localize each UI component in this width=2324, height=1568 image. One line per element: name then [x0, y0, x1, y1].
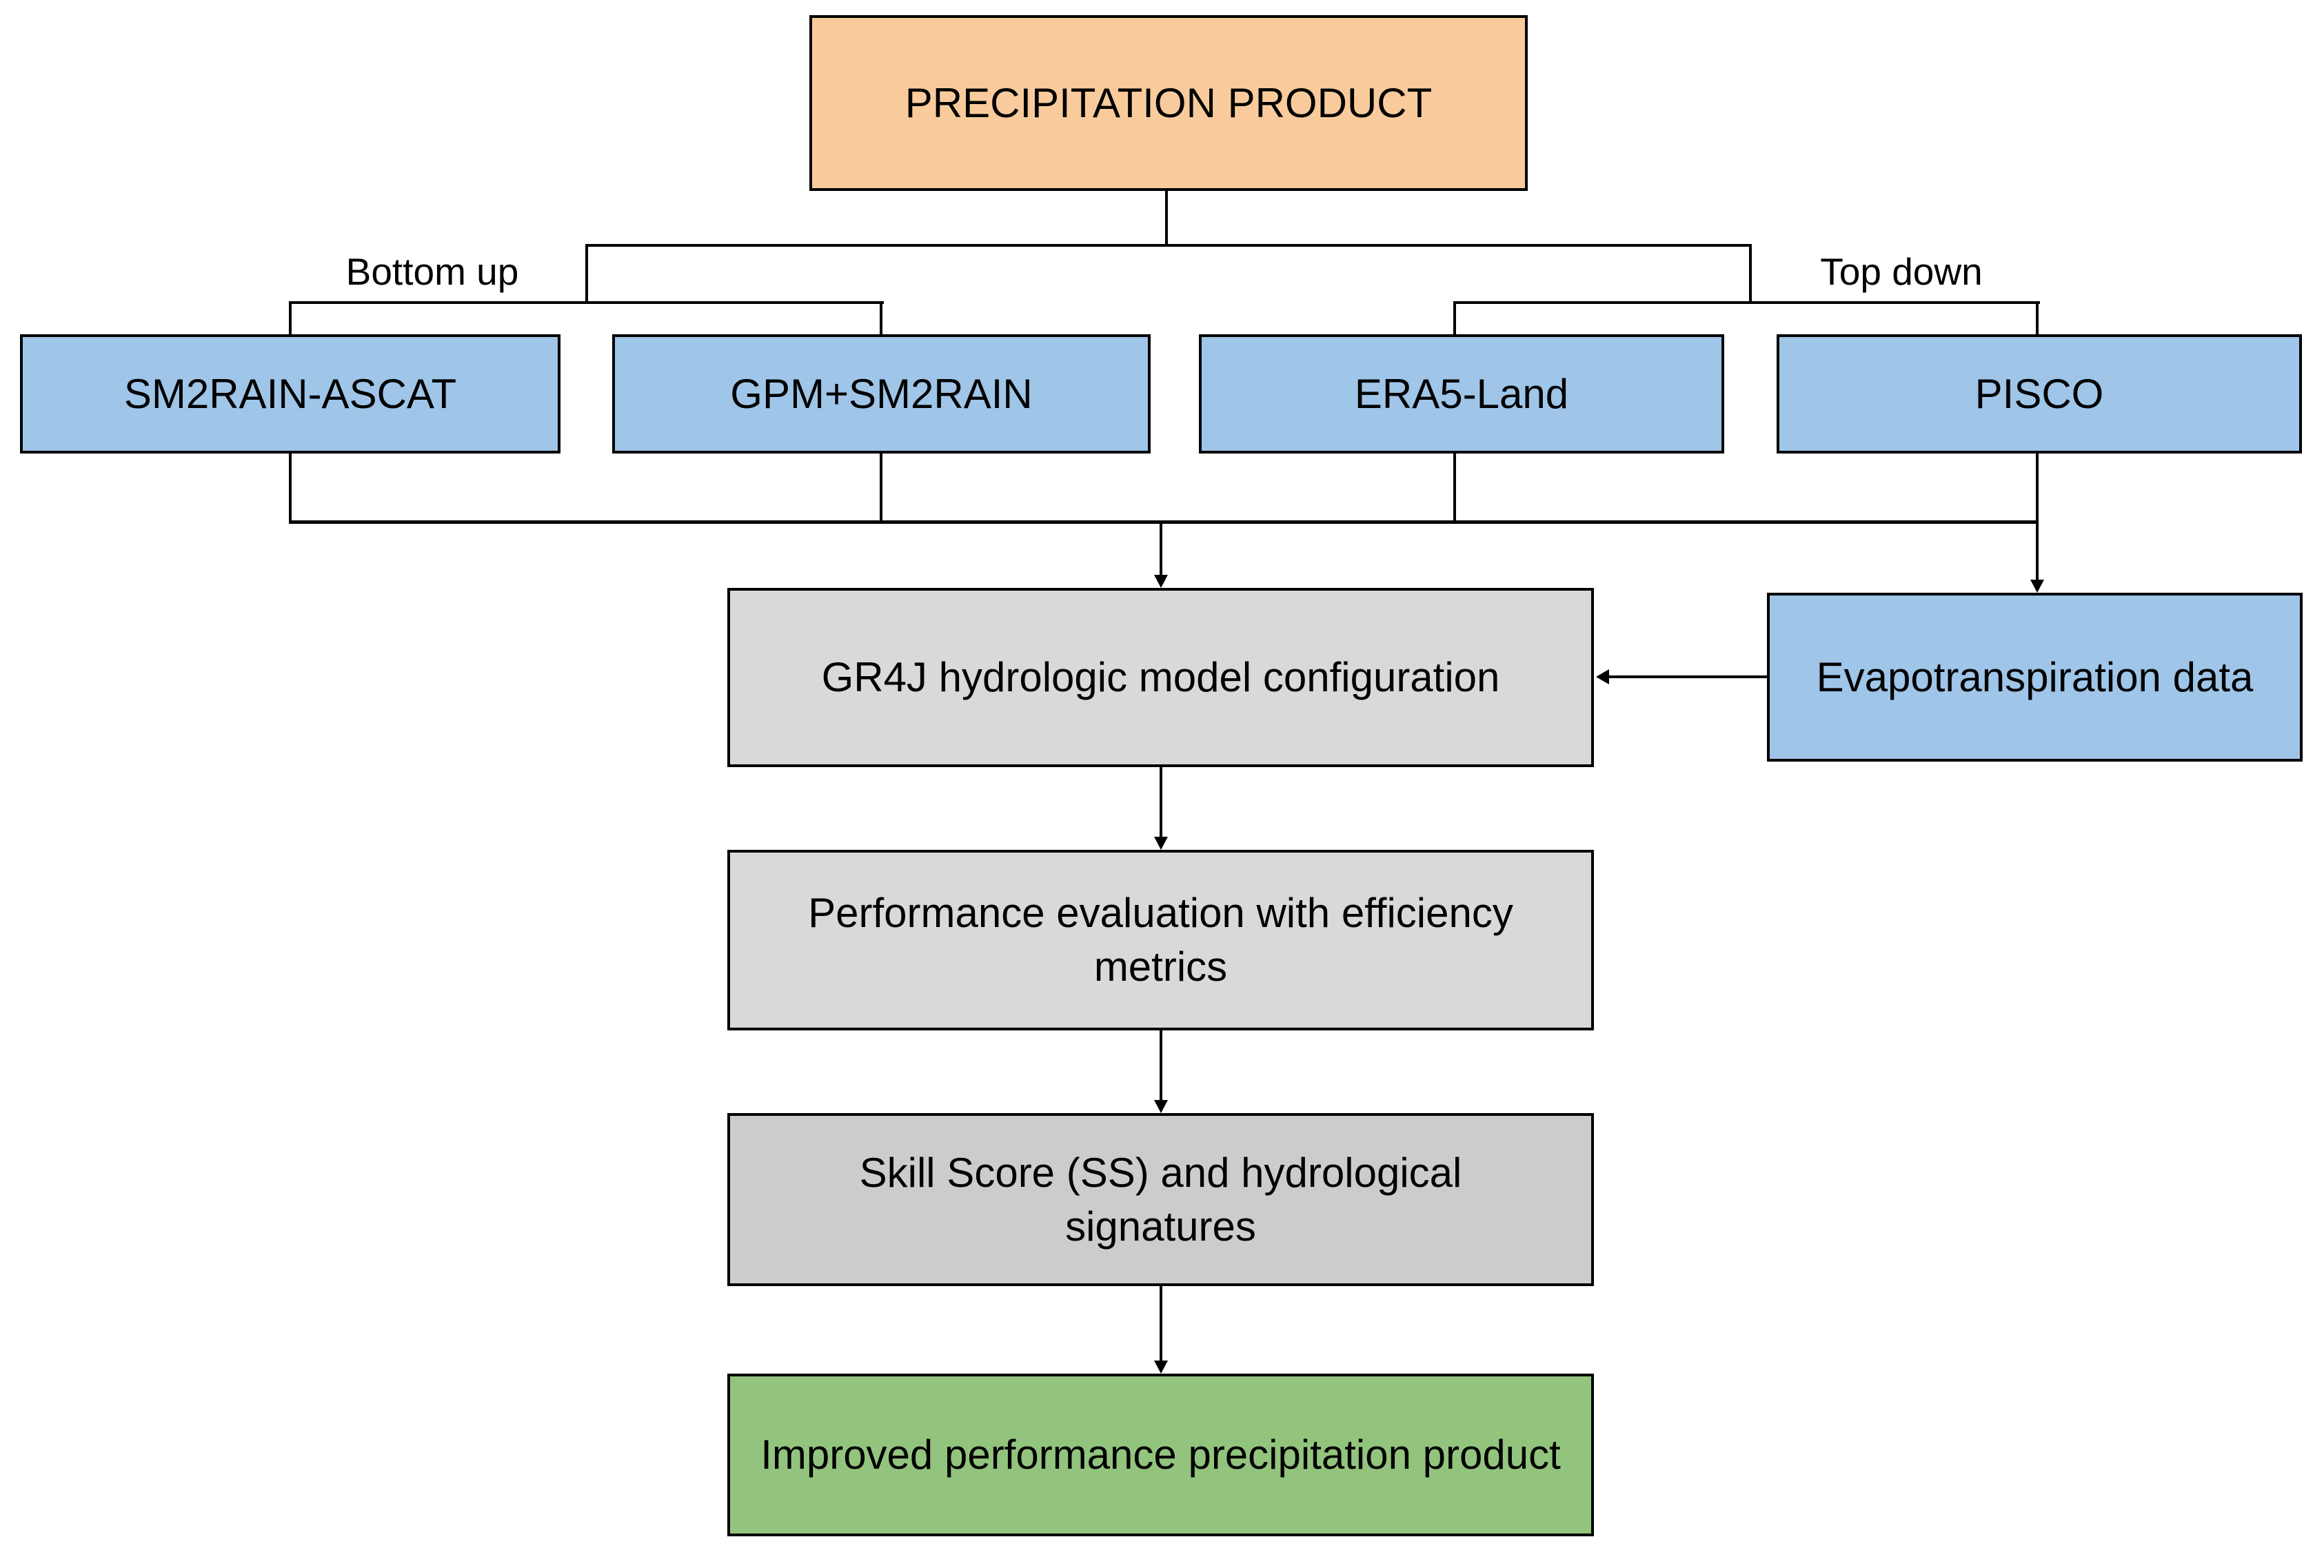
evapotranspiration-data-label: Evapotranspiration data: [1816, 653, 2254, 700]
pisco-label: PISCO: [1974, 370, 2104, 417]
connector-merge-horizontal-line: [289, 520, 2039, 524]
arrowhead-into-gr4j-right-icon: [1596, 669, 1609, 684]
precipitation-product-label: PRECIPITATION PRODUCT: [905, 79, 1433, 126]
connector-right-branch-vertical-line: [1749, 244, 1752, 304]
performance-evaluation-label-line2: metrics: [1093, 944, 1228, 990]
era5-land-box: ERA5-Land: [1199, 334, 1724, 454]
connector-split-horizontal-line: [585, 244, 1752, 247]
skill-score-label-line2: signatures: [1065, 1203, 1256, 1250]
connector-out-era5-line: [1453, 452, 1456, 523]
connector-left-branch-vertical-line: [585, 244, 588, 304]
connector-to-evapotranspiration-line: [2036, 520, 2039, 580]
arrowhead-into-performance-icon: [1154, 837, 1168, 850]
connector-gr4j-to-performance-line: [1160, 767, 1162, 837]
sm2rain-ascat-label: SM2RAIN-ASCAT: [123, 370, 457, 417]
arrowhead-into-skill-icon: [1154, 1100, 1168, 1113]
evapotranspiration-data-box: Evapotranspiration data: [1767, 593, 2303, 762]
connector-drop-sm2rain-line: [289, 301, 292, 336]
connector-title-trunk-line: [1165, 190, 1168, 247]
connector-bottomup-horizontal-line: [289, 301, 884, 304]
connector-out-sm2rain-line: [289, 452, 292, 523]
connector-drop-era5-line: [1453, 301, 1456, 336]
bottom-up-label: Bottom up: [345, 250, 519, 293]
connector-skill-to-result-line: [1160, 1286, 1162, 1361]
connector-out-gpm-line: [880, 452, 882, 523]
connector-performance-to-skill-line: [1160, 1030, 1162, 1101]
arrowhead-into-gr4j-icon: [1154, 575, 1168, 588]
precipitation-product-box: PRECIPITATION PRODUCT: [809, 15, 1528, 191]
skill-score-box: Skill Score (SS) and hydrological signat…: [727, 1113, 1594, 1286]
gpm-sm2rain-label: GPM+SM2RAIN: [730, 370, 1033, 417]
performance-evaluation-box: Performance evaluation with efficiency m…: [727, 850, 1594, 1030]
sm2rain-ascat-box: SM2RAIN-ASCAT: [20, 334, 560, 454]
skill-score-label-line1: Skill Score (SS) and hydrological: [859, 1149, 1462, 1196]
connector-evapo-to-gr4j-line: [1608, 675, 1768, 678]
connector-merge-to-gr4j-line: [1160, 520, 1162, 577]
gr4j-model-label: GR4J hydrologic model configuration: [821, 654, 1500, 700]
improved-product-label: Improved performance precipitation produ…: [760, 1432, 1561, 1478]
top-down-label: Top down: [1820, 250, 1983, 293]
connector-drop-pisco-line: [2036, 301, 2039, 336]
gpm-sm2rain-box: GPM+SM2RAIN: [612, 334, 1151, 454]
connector-topdown-horizontal-line: [1453, 301, 2040, 304]
pisco-box: PISCO: [1777, 334, 2302, 454]
performance-evaluation-label-line1: Performance evaluation with efficiency: [808, 890, 1513, 936]
connector-out-pisco-line: [2036, 452, 2039, 523]
arrowhead-into-result-icon: [1154, 1361, 1168, 1374]
gr4j-model-box: GR4J hydrologic model configuration: [727, 588, 1594, 767]
connector-drop-gpm-line: [880, 301, 882, 336]
era5-land-label: ERA5-Land: [1354, 370, 1569, 417]
improved-product-box: Improved performance precipitation produ…: [727, 1374, 1594, 1536]
arrowhead-into-evapotranspiration-icon: [2030, 580, 2044, 593]
